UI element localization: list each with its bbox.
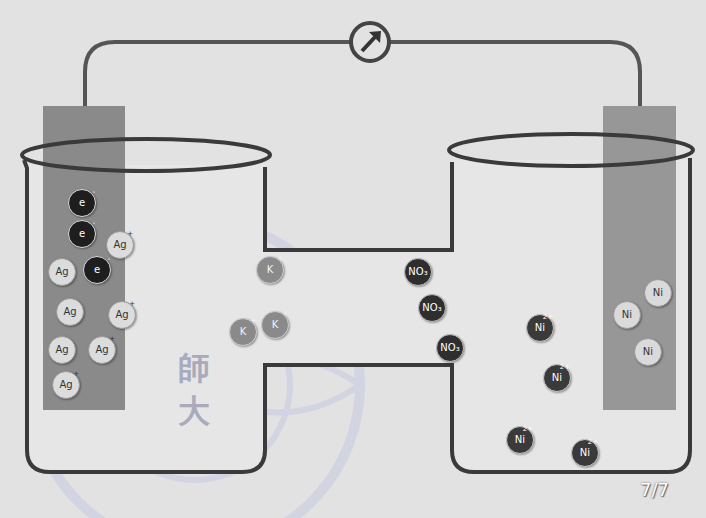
charge-sign: + (73, 371, 79, 378)
particle-symbol: e (79, 229, 85, 239)
electron-particle: e- (68, 220, 96, 248)
particle-symbol: Ag (113, 240, 126, 250)
charge-sign: + (109, 336, 115, 343)
charge-sign: 2+ (523, 426, 533, 433)
particle-symbol: K (267, 265, 274, 275)
charge-sign: + (127, 231, 133, 238)
silver-particle: Ag (48, 336, 76, 364)
particle-symbol: e (94, 265, 100, 275)
particle-symbol: K (240, 327, 247, 337)
page-number: 7/7 (640, 481, 669, 499)
silver-particle: Ag (48, 258, 76, 286)
charge-sign: + (129, 301, 135, 308)
potassium-ion: K+ (229, 318, 257, 346)
particle-symbol: Ag (59, 380, 72, 390)
nickel-electrode (603, 106, 676, 410)
silver-particle: Ag+ (88, 336, 116, 364)
silver-particle: Ag+ (106, 231, 134, 259)
watermark-text: 大 (178, 395, 210, 427)
particle-symbol: NO₃ (440, 343, 459, 353)
nickel-ion: Ni 2+ (571, 439, 599, 467)
silver-particle: Ag (56, 298, 84, 326)
nitrate-ion: NO₃- (436, 334, 464, 362)
silver-electrode (43, 106, 125, 410)
nickel-ion: Ni 2+ (506, 426, 534, 454)
nickel-ion: Ni 2+ (526, 314, 554, 342)
electron-particle: e- (83, 256, 111, 284)
charge-sign: - (92, 189, 95, 196)
nickel-atom: Ni (644, 279, 672, 307)
particle-symbol: NO₃ (408, 267, 427, 277)
nitrate-ion: NO₃- (404, 258, 432, 286)
particle-symbol: NO₃ (422, 303, 441, 313)
particle-symbol: Ag (115, 310, 128, 320)
charge-sign: 2+ (543, 314, 553, 321)
charge-sign: - (442, 294, 445, 301)
particle-symbol: Ni (622, 310, 632, 320)
nickel-atom: Ni (613, 301, 641, 329)
potassium-ion: K+ (261, 311, 289, 339)
potassium-ion: K+ (256, 256, 284, 284)
charge-sign: + (277, 256, 283, 263)
particle-symbol: Ag (95, 345, 108, 355)
silver-particle: Ag+ (108, 301, 136, 329)
nickel-atom: Ni (634, 338, 662, 366)
beaker-outline (22, 134, 693, 472)
electron-particle: e- (68, 189, 96, 217)
particle-symbol: Ni (643, 347, 653, 357)
nickel-ion: Ni 2+ (543, 364, 571, 392)
particle-symbol: Ni (580, 448, 590, 458)
charge-sign: - (460, 334, 463, 341)
particle-symbol: Ag (55, 267, 68, 277)
charge-sign: + (282, 311, 288, 318)
particle-symbol: e (79, 198, 85, 208)
particle-symbol: K (272, 320, 279, 330)
particle-symbol: Ag (63, 307, 76, 317)
nitrate-ion: NO₃- (418, 294, 446, 322)
meter-symbol (351, 23, 389, 61)
charge-sign: - (107, 256, 110, 263)
watermark-text: 師 (178, 352, 210, 384)
silver-particle: Ag+ (52, 371, 80, 399)
particle-symbol: Ni (552, 373, 562, 383)
charge-sign: - (92, 220, 95, 227)
particle-symbol: Ni (653, 288, 663, 298)
charge-sign: 2+ (560, 364, 570, 371)
particle-symbol: Ni (535, 323, 545, 333)
charge-sign: + (250, 318, 256, 325)
charge-sign: 2+ (588, 439, 598, 446)
charge-sign: - (428, 258, 431, 265)
particle-symbol: Ag (55, 345, 68, 355)
particle-symbol: Ni (515, 435, 525, 445)
